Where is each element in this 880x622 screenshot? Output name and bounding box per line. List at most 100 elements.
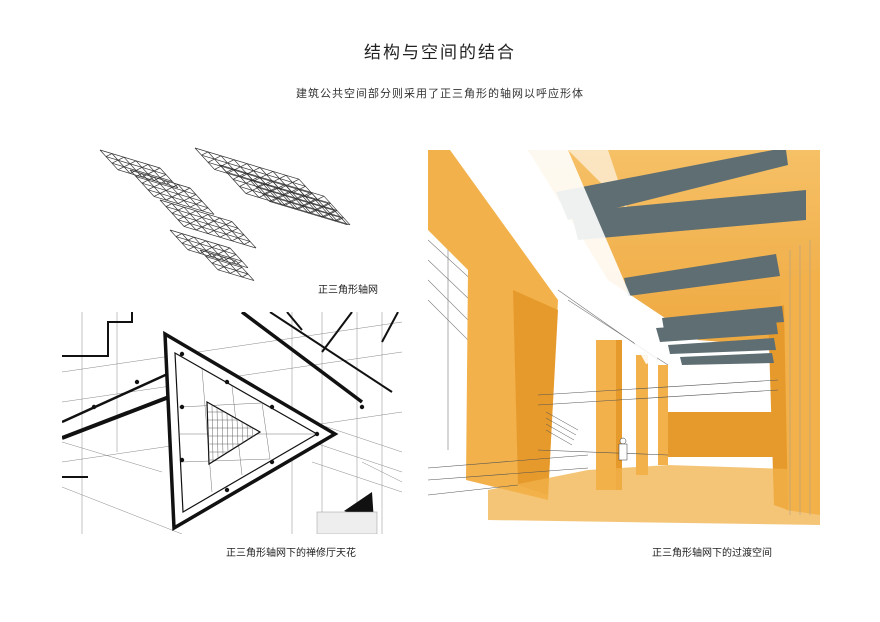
grid-line xyxy=(327,210,335,215)
grid-line xyxy=(211,253,219,258)
floor xyxy=(488,465,820,525)
grid-line xyxy=(153,177,161,181)
grid-line xyxy=(189,194,197,198)
ceiling-drawing xyxy=(62,312,402,534)
grid-line xyxy=(235,260,255,281)
grid-line xyxy=(321,203,329,207)
transition-space-render xyxy=(428,150,820,525)
grid-line xyxy=(278,184,286,189)
grid-line xyxy=(153,193,161,197)
grid-line xyxy=(295,205,303,210)
grid-line xyxy=(194,147,215,170)
grid-line xyxy=(171,209,179,214)
grid-line xyxy=(129,160,137,165)
grid-line xyxy=(269,197,277,202)
grid-line xyxy=(243,241,251,245)
ceiling-lower-block xyxy=(316,511,378,534)
grid-line xyxy=(165,187,173,191)
ceiling-inner-triangle xyxy=(174,351,319,514)
grid-line xyxy=(159,180,167,185)
grid-line xyxy=(117,156,125,161)
grid-line xyxy=(282,191,290,196)
grid-line xyxy=(189,220,197,224)
grid-line xyxy=(117,166,125,171)
grid-line xyxy=(237,234,245,239)
grid-line xyxy=(308,199,316,204)
skylight-grid xyxy=(208,404,255,462)
grid-line xyxy=(317,195,325,200)
grid-line xyxy=(123,156,143,178)
balcony-railings xyxy=(428,379,779,496)
grid-line xyxy=(181,233,201,254)
grid-line xyxy=(301,195,322,218)
grid-line xyxy=(147,186,155,191)
grid-line xyxy=(189,187,215,215)
grid-line xyxy=(231,237,239,242)
grid-line xyxy=(183,213,191,218)
grid-line xyxy=(295,195,303,200)
grid-line xyxy=(314,206,322,211)
grid-line xyxy=(330,210,338,215)
grid-line xyxy=(99,149,119,171)
grid-line xyxy=(229,270,237,274)
grid-line xyxy=(266,171,274,175)
grid-line xyxy=(334,217,342,222)
grid-line xyxy=(336,217,344,222)
grid-line xyxy=(141,173,149,178)
grid-line xyxy=(214,155,222,160)
transition-space-figure xyxy=(428,150,820,525)
grid-line xyxy=(141,164,149,168)
grid-line xyxy=(223,256,243,278)
grid-line xyxy=(153,167,161,172)
grid-line xyxy=(123,163,131,168)
grid-line xyxy=(229,254,237,258)
grid-line xyxy=(253,167,261,172)
grid-line xyxy=(159,167,179,189)
grid-line xyxy=(153,183,161,188)
grid-line xyxy=(219,233,227,238)
grid-line xyxy=(177,190,185,195)
grid-line xyxy=(223,263,231,268)
grid-line xyxy=(223,247,231,252)
grid-line xyxy=(256,183,264,188)
grid-line xyxy=(147,176,155,181)
grid-line xyxy=(217,250,225,255)
grid-line xyxy=(249,179,329,204)
grid-line xyxy=(177,216,185,221)
skylight-triangle xyxy=(206,400,262,466)
triangular-grid-drawing xyxy=(99,147,351,281)
grid-line xyxy=(129,169,191,189)
grid-line xyxy=(111,159,119,164)
column-1 xyxy=(596,340,616,490)
grid-line xyxy=(165,203,173,207)
grid-line xyxy=(214,165,222,170)
grid-line xyxy=(205,256,243,268)
grid-line xyxy=(292,178,300,183)
grid-line xyxy=(288,191,309,214)
grid-line xyxy=(195,200,203,205)
grid-line xyxy=(135,167,143,171)
grid-line xyxy=(262,190,270,195)
beam-1 xyxy=(556,150,788,220)
grid-line xyxy=(169,229,189,251)
grid-line xyxy=(175,236,237,255)
grid-line xyxy=(187,246,195,251)
column-3 xyxy=(658,365,668,465)
grid-line xyxy=(327,203,348,226)
grid-line xyxy=(171,184,179,188)
grid-line xyxy=(304,191,312,196)
grid-line xyxy=(227,159,235,164)
page-title: 结构与空间的结合 xyxy=(364,43,516,63)
grid-line xyxy=(239,182,247,187)
grid-line xyxy=(205,253,213,257)
caption-ceiling: 正三角形轴网下的禅修厅天花 xyxy=(226,548,356,559)
grid-line xyxy=(211,259,219,264)
grid-line xyxy=(183,197,191,201)
grid-line xyxy=(135,160,155,181)
grid-line xyxy=(147,189,209,209)
grid-line xyxy=(269,187,277,192)
grid-line xyxy=(217,266,225,271)
grid-line xyxy=(275,194,283,199)
grid-line xyxy=(235,267,243,271)
page-subtitle: 建筑公共空间部分则采用了正三角形的轴网以呼应形体 xyxy=(296,87,584,100)
